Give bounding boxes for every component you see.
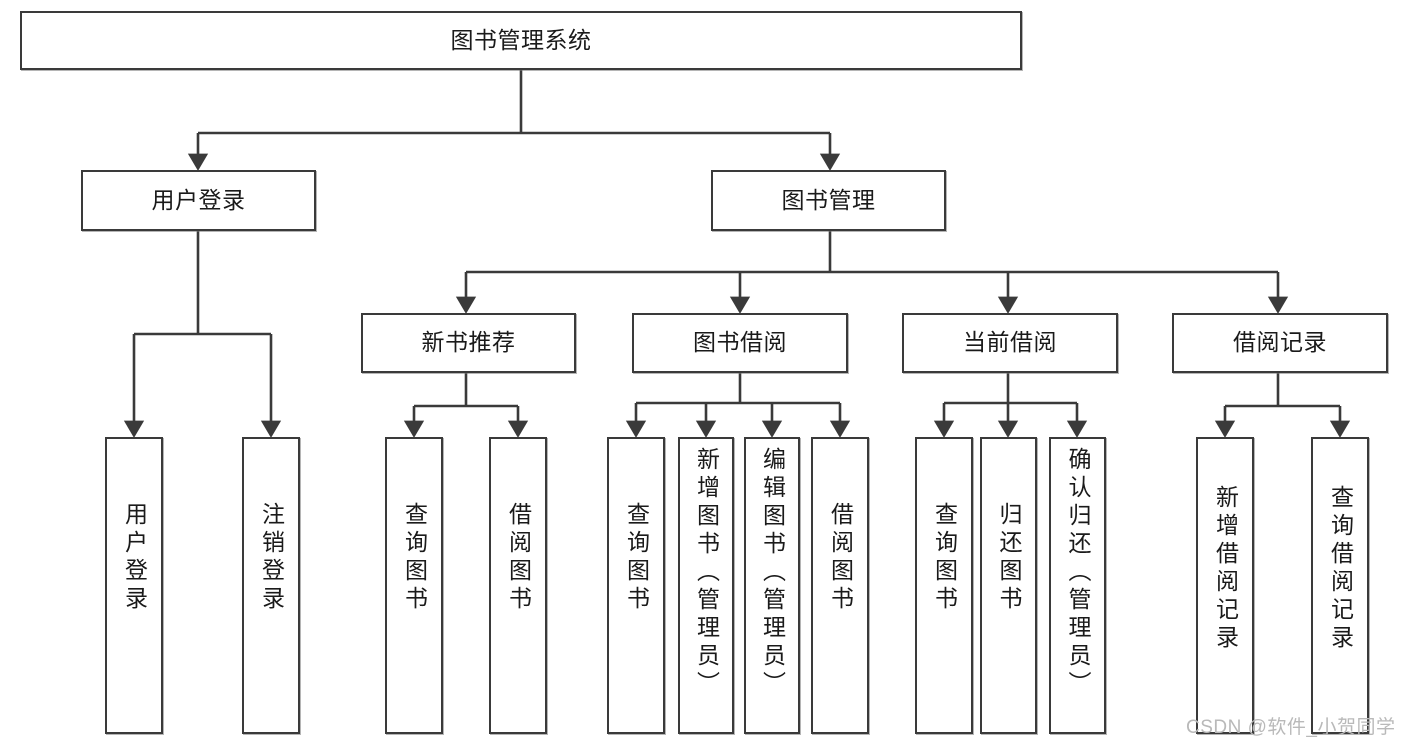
node-leaf-query-book-3[interactable]: 查询图书 <box>915 437 973 734</box>
node-label: 借阅图书 <box>505 502 532 614</box>
node-label: 注销登录 <box>258 502 285 614</box>
node-leaf-user-login[interactable]: 用户登录 <box>105 437 163 734</box>
node-current-borrow[interactable]: 当前借阅 <box>902 313 1118 373</box>
node-label: 用户登录 <box>151 186 246 213</box>
node-label: 确认归还（管理员） <box>1065 447 1091 699</box>
node-leaf-query-book-2[interactable]: 查询图书 <box>607 437 665 734</box>
node-label: 编辑图书（管理员） <box>759 447 786 699</box>
node-label: 归还图书 <box>996 502 1022 614</box>
csdn-watermark: CSDN @软件_小贺同学 <box>1186 717 1396 738</box>
node-label: 新增借阅记录 <box>1212 485 1239 653</box>
node-root-system[interactable]: 图书管理系统 <box>20 11 1022 70</box>
node-leaf-borrow-book-1[interactable]: 借阅图书 <box>489 437 547 734</box>
node-new-book-recommend[interactable]: 新书推荐 <box>361 313 576 373</box>
node-leaf-add-record[interactable]: 新增借阅记录 <box>1196 437 1254 734</box>
node-label: 图书管理 <box>781 186 876 213</box>
node-label: 当前借阅 <box>963 329 1057 356</box>
node-leaf-query-record[interactable]: 查询借阅记录 <box>1311 437 1369 734</box>
node-borrow-record[interactable]: 借阅记录 <box>1172 313 1388 373</box>
node-leaf-query-book-1[interactable]: 查询图书 <box>385 437 443 734</box>
node-label: 新增图书（管理员） <box>693 447 720 699</box>
node-label: 查询图书 <box>931 502 958 614</box>
node-label: 查询图书 <box>623 502 650 614</box>
node-label: 借阅记录 <box>1233 329 1327 356</box>
node-book-manage[interactable]: 图书管理 <box>711 170 946 231</box>
node-book-borrow[interactable]: 图书借阅 <box>632 313 848 373</box>
node-label: 查询图书 <box>401 502 428 614</box>
node-leaf-return-book[interactable]: 归还图书 <box>980 437 1037 734</box>
node-label: 借阅图书 <box>827 502 854 614</box>
node-label: 图书借阅 <box>693 329 787 356</box>
node-leaf-logout[interactable]: 注销登录 <box>242 437 300 734</box>
node-label: 新书推荐 <box>421 329 516 356</box>
node-label: 用户登录 <box>121 502 148 614</box>
node-leaf-edit-book[interactable]: 编辑图书（管理员） <box>744 437 800 734</box>
node-leaf-confirm-return[interactable]: 确认归还（管理员） <box>1049 437 1106 734</box>
node-label: 图书管理系统 <box>450 26 592 53</box>
node-leaf-borrow-book-2[interactable]: 借阅图书 <box>811 437 869 734</box>
node-leaf-add-book[interactable]: 新增图书（管理员） <box>678 437 734 734</box>
node-user-login[interactable]: 用户登录 <box>81 170 316 231</box>
node-label: 查询借阅记录 <box>1327 485 1354 653</box>
